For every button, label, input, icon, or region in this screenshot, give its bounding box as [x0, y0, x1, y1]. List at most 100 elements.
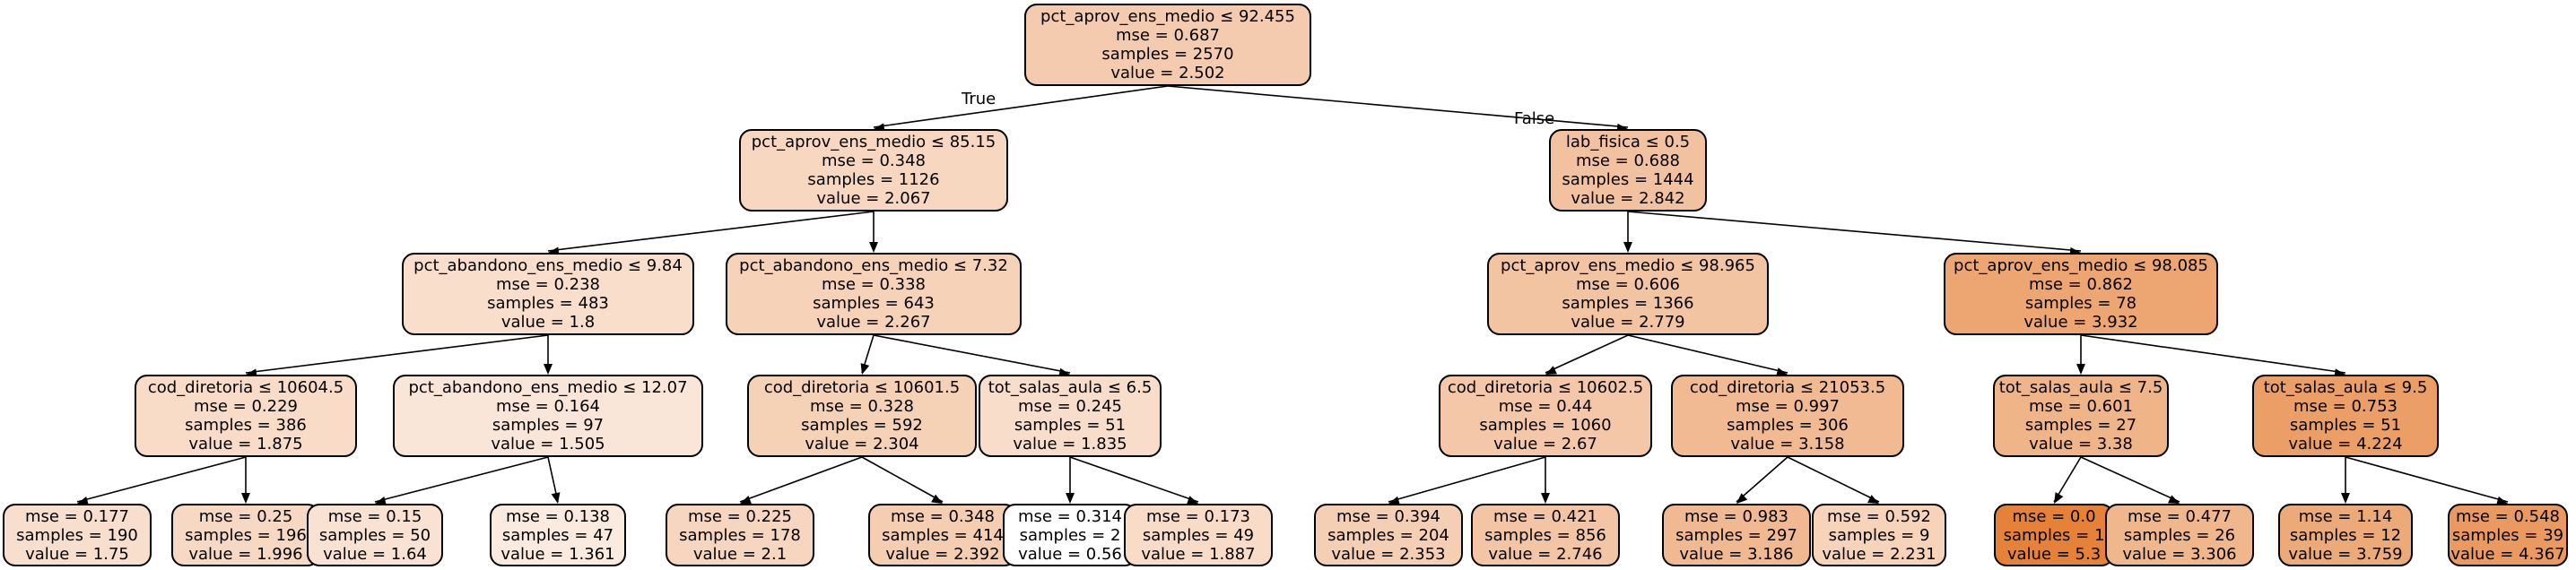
node-text-line: samples = 97 [492, 416, 605, 435]
tree-edge-0-1 [873, 85, 1169, 128]
node-text-line: samples = 297 [1675, 525, 1797, 545]
node-text-line: mse = 0.338 [821, 275, 927, 294]
node-text-line: value = 2.267 [816, 313, 931, 332]
node-text-line: samples = 386 [185, 416, 307, 435]
node-text-line: value = 4.367 [2450, 544, 2565, 564]
node-text-line: samples = 26 [2123, 525, 2236, 545]
node-text-line: value = 5.3 [2006, 544, 2102, 564]
node-text-line: samples = 12 [2289, 525, 2402, 545]
tree-edge-arrowhead [860, 363, 870, 375]
node-text-line: value = 1.875 [188, 435, 303, 453]
node-text-line: value = 1.64 [323, 544, 427, 564]
tree-edge-arrowhead [1623, 242, 1632, 253]
node-text-line: samples = 1366 [1562, 294, 1694, 313]
node-text-line: samples = 483 [487, 294, 609, 313]
node-text-line: value = 1.996 [188, 544, 303, 564]
node-text-line: samples = 27 [2024, 416, 2137, 435]
node-text-line: value = 1.8 [500, 313, 596, 332]
node-text-line: mse = 0.606 [1575, 275, 1681, 294]
tree-edge-6-14 [2080, 334, 2346, 374]
node-text-line: value = 2.502 [1110, 64, 1225, 82]
node-text-line: mse = 0.44 [1498, 397, 1593, 416]
node-text-line: mse = 1.14 [2298, 506, 2393, 526]
node-text-line: mse = 0.328 [809, 397, 915, 416]
node-text-line: mse = 0.601 [2028, 397, 2134, 416]
node-text-line: samples = 51 [2289, 416, 2402, 435]
tree-edge-4-10 [873, 334, 1071, 374]
tree-edge-9-19 [739, 456, 863, 503]
node-text-line: value = 3.306 [2122, 544, 2237, 564]
node-text-line: value = 4.224 [2288, 435, 2403, 453]
node-text-line: cod_diretoria ≤ 10604.5 [147, 378, 344, 397]
tree-edge-arrowhead [2076, 364, 2085, 375]
tree-edge-arrowhead [77, 496, 89, 505]
node-text-line: value = 2.353 [1331, 544, 1446, 564]
node-text-line: value = 3.759 [2288, 544, 2403, 564]
node-text-line: lab_fisica ≤ 0.5 [1565, 133, 1691, 151]
node-text-line: samples = 39 [2451, 525, 2564, 545]
tree-edge-arrowhead [375, 497, 387, 505]
node-text-line: value = 2.746 [1488, 544, 1603, 564]
node-text-line: mse = 0.862 [2028, 275, 2134, 294]
node-text-line: samples = 592 [801, 416, 923, 435]
tree-edge-5-11 [1545, 334, 1629, 374]
node-text-line: samples = 51 [1014, 416, 1127, 435]
tree-edge-13-28 [2080, 456, 2180, 503]
true-edge-label: True [962, 90, 996, 108]
tree-edge-arrowhead [2168, 495, 2180, 504]
tree-edge-5-12 [1627, 334, 1788, 374]
tree-edge-arrowhead [544, 364, 553, 375]
node-text-line: mse = 0.348 [890, 506, 996, 526]
node-text-line: mse = 0.997 [1735, 397, 1841, 416]
node-text-line: pct_aprov_ens_medio ≤ 98.085 [1954, 256, 2208, 275]
node-text-line: cod_diretoria ≤ 10602.5 [1447, 378, 1644, 397]
node-text-line: value = 2.231 [1822, 544, 1936, 564]
tree-edge-arrowhead [1388, 496, 1400, 505]
node-text-line: mse = 0.177 [24, 506, 130, 526]
node-text-line: samples = 1444 [1562, 170, 1694, 189]
node-text-line: mse = 0.983 [1684, 506, 1789, 526]
node-text-line: value = 1.75 [25, 544, 129, 564]
tree-edge-arrowhead [1776, 367, 1788, 376]
node-text-line: samples = 204 [1327, 525, 1449, 545]
node-text-line: mse = 0.238 [495, 275, 601, 294]
tree-edge-2-6 [1627, 211, 2082, 252]
tree-edge-arrowhead [1736, 493, 1748, 504]
node-text-line: pct_abandono_ens_medio ≤ 9.84 [413, 256, 683, 275]
node-text-line: samples = 196 [185, 525, 307, 545]
node-text-line: mse = 0.592 [1826, 506, 1932, 526]
node-text-line: value = 2.392 [885, 544, 1000, 564]
node-text-line: value = 2.67 [1493, 435, 1597, 453]
node-text-line: pct_aprov_ens_medio ≤ 92.455 [1040, 7, 1295, 26]
node-text-line: pct_abandono_ens_medio ≤ 7.32 [739, 256, 1008, 275]
node-text-line: mse = 0.225 [687, 506, 793, 526]
node-text-line: cod_diretoria ≤ 10601.5 [763, 378, 961, 397]
node-text-line: pct_abandono_ens_medio ≤ 12.07 [408, 378, 688, 397]
tree-edge-arrowhead [551, 492, 561, 504]
tree-edge-arrowhead [1541, 493, 1550, 504]
node-text-line: value = 2.842 [1571, 189, 1685, 208]
node-text-line: value = 3.932 [2023, 313, 2138, 332]
node-text-line: mse = 0.314 [1017, 506, 1123, 526]
tree-edge-arrowhead [241, 493, 250, 504]
node-text-line: tot_salas_aula ≤ 7.5 [1998, 378, 2163, 397]
tree-edge-3-7 [245, 334, 549, 374]
node-text-line: pct_aprov_ens_medio ≤ 98.965 [1501, 256, 1755, 275]
node-text-line: mse = 0.548 [2455, 506, 2561, 526]
